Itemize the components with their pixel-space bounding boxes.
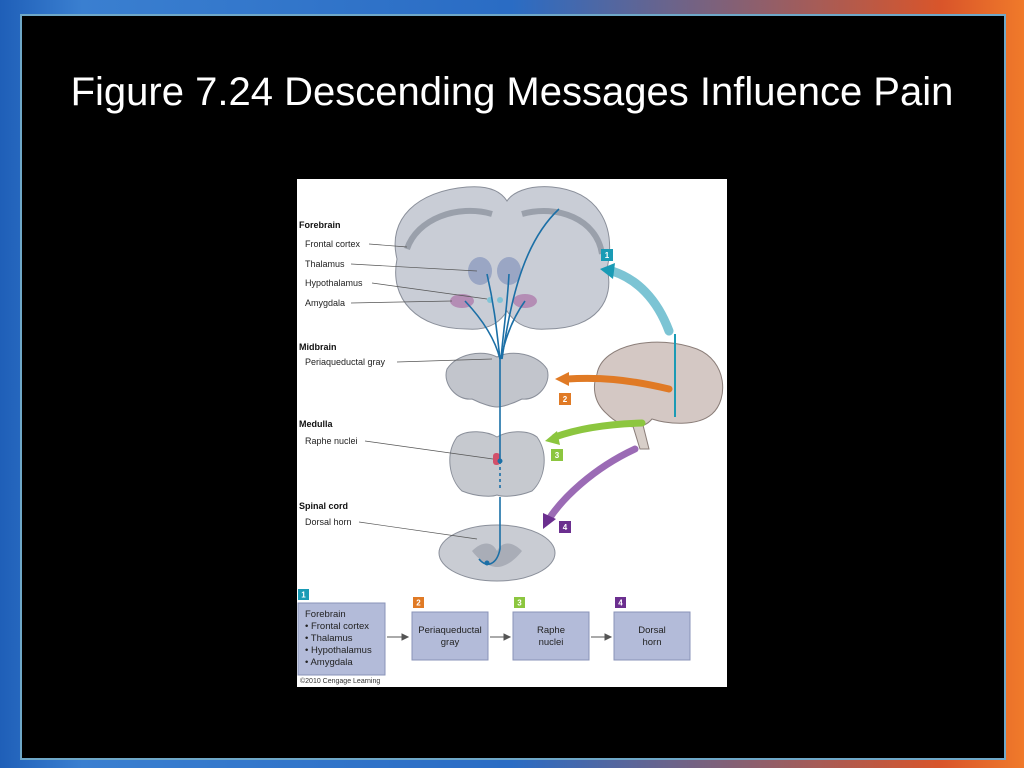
forebrain-section-image: [394, 186, 611, 330]
raphe-synapse-dot: [497, 458, 503, 464]
flow-box-raphe-nuclei: [512, 611, 590, 661]
flow-box-2-line-1: Periaqueductal: [418, 625, 481, 636]
label-amygdala: Amygdala: [305, 298, 345, 308]
flow-arrow-1: [401, 633, 410, 641]
slide-title: Figure 7.24 Descending Messages Influenc…: [70, 70, 954, 114]
section-spinal-cord: Spinal cord: [299, 501, 348, 511]
label-dorsal-horn: Dorsal horn: [305, 517, 352, 527]
arrow-3: [545, 419, 646, 445]
flow-step-badge-3: [514, 597, 525, 608]
step-badge-1-num: 1: [605, 251, 610, 260]
flow-box-3-line-2: nuclei: [539, 637, 564, 648]
arrow-2: [555, 372, 673, 393]
flow-box-1-line-2: • Frontal cortex: [305, 621, 369, 632]
step-badge-4: [559, 521, 571, 533]
descending-pathway: [464, 208, 560, 565]
step-badge-3: [551, 449, 563, 461]
flow-step-badge-3-num: 3: [517, 599, 522, 608]
step-badge-3-num: 3: [555, 451, 560, 460]
spinal-cord-section-image: [438, 524, 556, 582]
flow-box-3-line-1: Raphe: [537, 625, 565, 636]
flow-step-badge-4: [615, 597, 626, 608]
flow-box-1-line-3: • Thalamus: [305, 633, 353, 644]
flow-arrow-3: [604, 633, 613, 641]
flow-box-periaqueductal-gray: [411, 611, 489, 661]
pain-pathway-figure: 1 2 3 4 Forebrain Midbrain Medulla Spina…: [297, 179, 727, 687]
section-midbrain: Midbrain: [299, 342, 337, 352]
flow-arrow-2: [503, 633, 512, 641]
medulla-section-image: [449, 431, 545, 497]
label-frontal-cortex: Frontal cortex: [305, 239, 361, 249]
pathway-diagram: 1 2 3 4 Forebrain Midbrain Medulla Spina…: [297, 186, 724, 685]
flow-box-forebrain: [297, 602, 386, 676]
step-badge-4-num: 4: [563, 523, 568, 532]
section-medulla: Medulla: [299, 419, 333, 429]
sagittal-brain-image: [593, 334, 724, 450]
flow-step-badge-4-num: 4: [618, 599, 623, 608]
flow-step-badge-1-num: 1: [301, 591, 306, 600]
flow-step-badge-2: [413, 597, 424, 608]
label-periaqueductal-gray: Periaqueductal gray: [305, 357, 386, 367]
label-thalamus: Thalamus: [305, 259, 345, 269]
flow-box-4-line-1: Dorsal: [638, 625, 665, 636]
copyright-notice: ©2010 Cengage Learning: [300, 677, 380, 685]
flow-box-1-line-1: Forebrain: [305, 609, 346, 620]
step-badge-1: [601, 249, 613, 261]
step-badge-2-num: 2: [563, 395, 568, 404]
flow-box-dorsal-horn: [613, 611, 691, 661]
arrow-1: [600, 263, 674, 336]
flow-box-4-line-2: horn: [642, 637, 661, 648]
midbrain-section-image: [445, 352, 549, 408]
label-hypothalamus: Hypothalamus: [305, 278, 363, 288]
dorsal-horn-synapse-dot: [484, 560, 490, 566]
step-badge-2: [559, 393, 571, 405]
flow-box-2-line-2: gray: [441, 637, 460, 648]
arrow-4: [543, 445, 639, 529]
flow-box-1-line-5: • Amygdala: [305, 657, 353, 668]
section-forebrain: Forebrain: [299, 220, 341, 230]
flow-step-badge-1: [298, 589, 309, 600]
label-raphe-nuclei: Raphe nuclei: [305, 436, 358, 446]
flow-box-1-line-4: • Hypothalamus: [305, 645, 372, 656]
flow-step-badge-2-num: 2: [416, 599, 421, 608]
